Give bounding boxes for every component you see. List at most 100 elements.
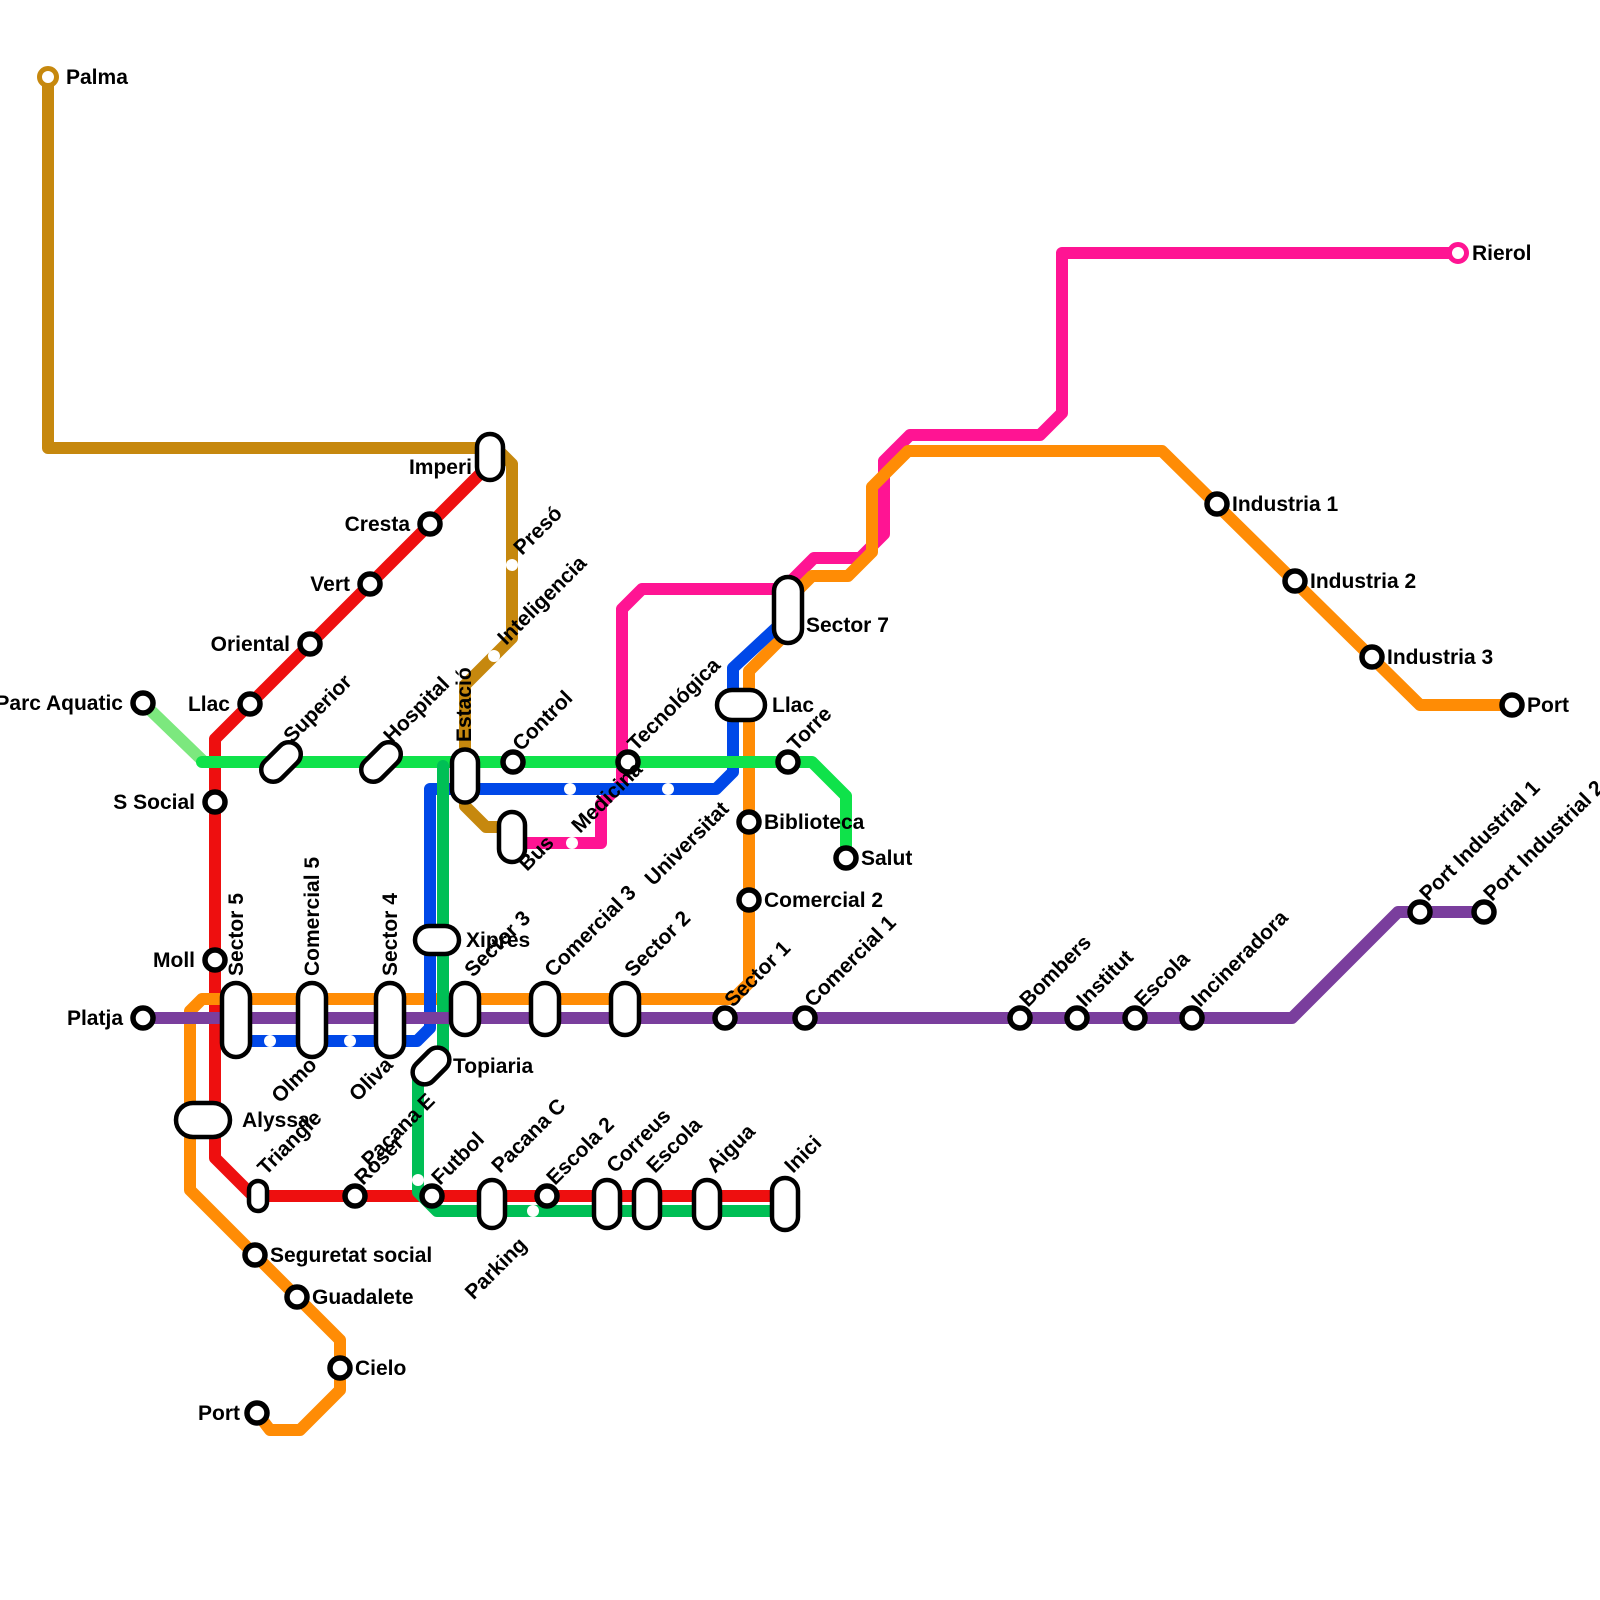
label-comercial-5: Comercial 5 <box>301 857 324 976</box>
station-escola-2[interactable] <box>534 1183 560 1209</box>
station-escola-purple[interactable] <box>1122 1005 1148 1031</box>
label-cresta: Cresta <box>345 513 411 536</box>
station-olmo[interactable] <box>264 1035 276 1047</box>
station-institut[interactable] <box>1064 1005 1090 1031</box>
label-llac-nord: Llac <box>188 693 230 716</box>
station-cielo[interactable] <box>327 1355 353 1381</box>
station-medicina[interactable] <box>566 837 578 849</box>
station-sector-2[interactable] <box>608 980 642 1038</box>
station-blue-stop[interactable] <box>564 783 576 795</box>
label-biblioteca: Biblioteca <box>764 811 865 834</box>
station-pacana-c[interactable] <box>476 1177 508 1231</box>
station-moll[interactable] <box>202 947 228 973</box>
station-universitat[interactable] <box>662 783 674 795</box>
label-platja: Platja <box>67 1007 123 1030</box>
station-industria-3[interactable] <box>1359 644 1385 670</box>
label-guadalete: Guadalete <box>312 1286 414 1309</box>
label-port-nord: Port <box>1527 694 1569 717</box>
station-oriental[interactable] <box>297 631 323 657</box>
station-rierol[interactable] <box>1447 242 1469 264</box>
station-port-sud[interactable] <box>244 1400 270 1426</box>
line-gold <box>42 71 518 833</box>
station-sector-7[interactable] <box>771 574 805 646</box>
label-seguretat-social: Seguretat social <box>270 1244 432 1267</box>
station-guadalete[interactable] <box>284 1284 310 1310</box>
label-sector-5: Sector 5 <box>225 893 248 976</box>
label-imperi: Imperi <box>409 456 472 479</box>
station-superior[interactable] <box>256 737 305 786</box>
station-pacana-e[interactable] <box>412 1174 424 1186</box>
station-parc-aquatic[interactable] <box>130 690 156 716</box>
station-xipres[interactable] <box>412 923 462 957</box>
station-imperi[interactable] <box>474 431 506 483</box>
label-port-sud: Port <box>198 1402 240 1425</box>
label-s-social: S Social <box>113 791 195 814</box>
label-parc-aquatic: Parc Aquatic <box>0 692 123 715</box>
label-cielo: Cielo <box>355 1357 406 1380</box>
label-xipres: Xipres <box>466 929 530 952</box>
station-tecnologica[interactable] <box>615 749 641 775</box>
station-industria-1[interactable] <box>1204 491 1230 517</box>
station-inici[interactable] <box>769 1175 801 1233</box>
label-sector-7: Sector 7 <box>806 614 889 637</box>
label-alyssa: Alyssa <box>242 1109 310 1132</box>
station-alyssa[interactable] <box>173 1100 233 1140</box>
station-comercial-2[interactable] <box>736 887 762 913</box>
station-comercial-3[interactable] <box>528 980 562 1038</box>
station-sector-3[interactable] <box>448 980 482 1038</box>
station-sector-1[interactable] <box>712 1005 738 1031</box>
station-industria-2[interactable] <box>1282 568 1308 594</box>
station-roser[interactable] <box>342 1183 368 1209</box>
station-control[interactable] <box>500 749 526 775</box>
station-oliva[interactable] <box>344 1035 356 1047</box>
station-parking[interactable] <box>527 1205 539 1217</box>
station-cresta[interactable] <box>417 511 443 537</box>
station-inteligencia[interactable] <box>488 650 500 662</box>
label-salut: Salut <box>861 847 912 870</box>
station-incineradora[interactable] <box>1179 1005 1205 1031</box>
label-industria-1: Industria 1 <box>1232 493 1339 516</box>
station-llac-central[interactable] <box>714 687 768 723</box>
station-port-industrial-2[interactable] <box>1471 899 1497 925</box>
station-s-social[interactable] <box>202 789 228 815</box>
station-triangle[interactable] <box>246 1178 270 1214</box>
station-preso[interactable] <box>506 559 518 571</box>
station-port-industrial-1[interactable] <box>1407 899 1433 925</box>
station-port-nord[interactable] <box>1499 692 1525 718</box>
station-estacio[interactable] <box>449 747 481 805</box>
label-oriental: Oriental <box>211 633 290 656</box>
station-bus[interactable] <box>496 809 528 865</box>
station-biblioteca[interactable] <box>736 809 762 835</box>
label-industria-3: Industria 3 <box>1387 646 1493 669</box>
station-salut[interactable] <box>833 845 859 871</box>
station-correus[interactable] <box>591 1177 623 1231</box>
label-estacio: Estació <box>453 667 476 742</box>
station-topiaria[interactable] <box>408 1043 455 1090</box>
station-seguretat-social[interactable] <box>242 1242 268 1268</box>
station-aigua[interactable] <box>691 1177 723 1231</box>
line-green-branch <box>137 697 210 768</box>
station-palma[interactable] <box>37 66 59 88</box>
station-vert[interactable] <box>357 571 383 597</box>
label-sector-4: Sector 4 <box>379 893 402 976</box>
label-vert: Vert <box>310 573 350 596</box>
station-futbol[interactable] <box>419 1183 445 1209</box>
station-llac-nord[interactable] <box>237 691 263 717</box>
station-comercial-1[interactable] <box>792 1005 818 1031</box>
label-topiaria: Topiaria <box>453 1055 533 1078</box>
label-palma: Palma <box>66 66 128 89</box>
label-industria-2: Industria 2 <box>1310 570 1416 593</box>
station-bombers[interactable] <box>1007 1005 1033 1031</box>
station-comercial-5[interactable] <box>295 980 329 1060</box>
label-comercial-2: Comercial 2 <box>764 889 883 912</box>
label-llac-central: Llac <box>772 694 814 717</box>
station-torre[interactable] <box>775 749 801 775</box>
station-hospital[interactable] <box>356 737 405 786</box>
station-escola-sud[interactable] <box>631 1177 663 1231</box>
station-sector-5[interactable] <box>219 980 253 1060</box>
station-platja[interactable] <box>130 1005 156 1031</box>
station-sector-4[interactable] <box>373 980 407 1060</box>
